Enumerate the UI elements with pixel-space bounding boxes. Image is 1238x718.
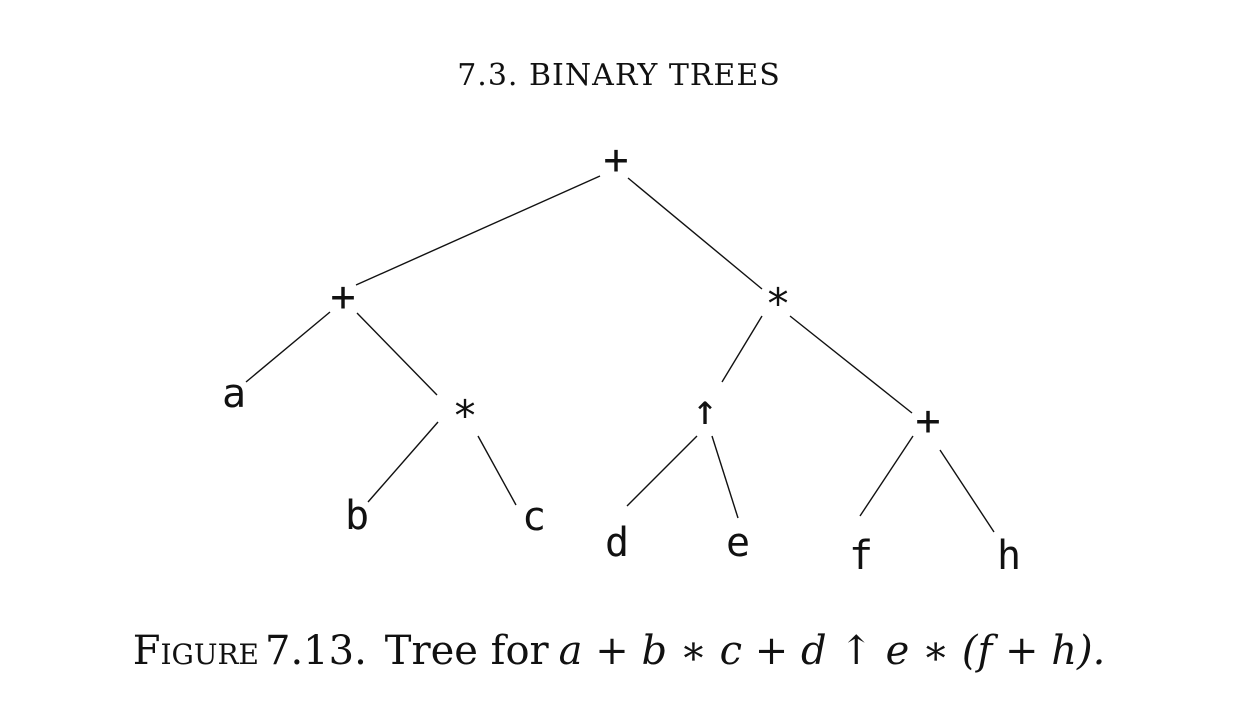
node-leaf-a: a	[221, 371, 247, 417]
node-leaf-f: f	[848, 533, 874, 579]
edge-rightstar-arrow	[721, 315, 763, 383]
node-leaf-d: d	[604, 520, 630, 566]
edge-leftplus-a	[245, 311, 331, 383]
figure-number: 7.13.	[265, 628, 367, 674]
node-right-star: *	[765, 279, 791, 328]
node-leaf-e: e	[725, 520, 751, 566]
edge-root-right	[627, 177, 763, 290]
figure-label: Figure	[132, 628, 259, 674]
edge-rightplus-h	[939, 449, 995, 533]
edge-rightstar-plus	[789, 315, 913, 414]
edge-leftstar-c	[477, 435, 517, 506]
edge-root-left	[355, 175, 601, 286]
edge-arrow-e	[711, 435, 739, 519]
node-right-plus: +	[915, 396, 941, 445]
edge-arrow-d	[626, 435, 698, 507]
caption-text: Tree for	[384, 628, 549, 674]
node-root-plus: +	[603, 135, 629, 184]
node-left-plus: +	[330, 272, 356, 321]
edge-rightplus-f	[859, 435, 914, 517]
caption-expression: a + b ∗ c + d ↑ e ∗ (f + h).	[558, 628, 1106, 674]
running-header: 7.3. BINARY TREES	[457, 58, 781, 93]
edge-leftplus-star	[356, 312, 438, 396]
node-leaf-h: h	[996, 533, 1022, 579]
edge-leftstar-b	[367, 421, 439, 503]
node-up-arrow: ↑	[692, 385, 718, 434]
node-leaf-c: c	[521, 494, 547, 540]
node-leaf-b: b	[344, 493, 370, 539]
node-left-star: *	[452, 391, 478, 440]
